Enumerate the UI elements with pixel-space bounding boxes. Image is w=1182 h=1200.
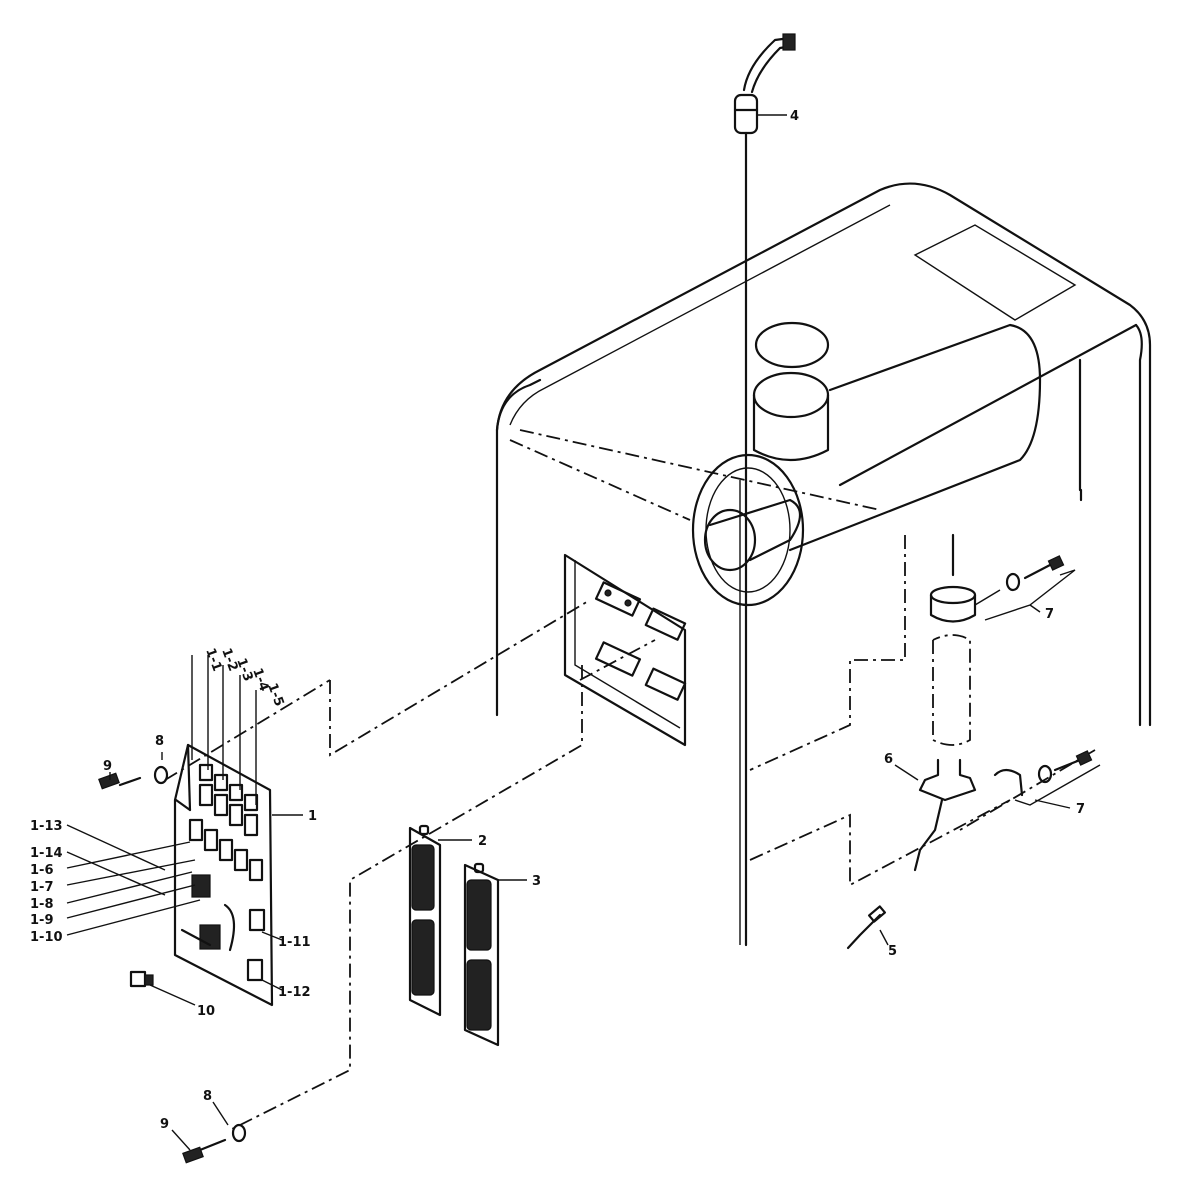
label-part-4: 4 — [790, 109, 799, 124]
cabinet-housing — [495, 182, 1152, 887]
connector-strip-part-3 — [463, 862, 500, 1047]
pcb-board-part-1 — [173, 743, 274, 1007]
label-part-7-lower: 7 — [1076, 802, 1085, 817]
label-part-1-10: 1-10 — [30, 930, 63, 945]
label-part-1-8: 1-8 — [30, 897, 54, 912]
label-part-1-13: 1-13 — [30, 819, 63, 834]
label-part-1-11: 1-11 — [278, 935, 311, 950]
label-part-1-12: 1-12 — [278, 985, 311, 1000]
leader-lines — [66, 114, 1071, 1151]
clamp-part-7-lower — [993, 750, 1101, 806]
label-part-6: 6 — [884, 752, 893, 767]
label-part-5: 5 — [888, 944, 897, 959]
clamp-part-7-upper — [974, 555, 1076, 621]
label-part-2: 2 — [478, 834, 487, 849]
routing-lines — [164, 599, 656, 1131]
label-part-3: 3 — [532, 874, 541, 889]
label-part-7-upper: 7 — [1045, 607, 1054, 622]
screw-washer-lower — [182, 1123, 247, 1164]
label-part-1-14: 1-14 — [30, 846, 63, 861]
wall-opening — [563, 553, 687, 747]
label-part-1: 1 — [308, 809, 317, 824]
tank-cylinder — [691, 321, 1042, 607]
label-part-9-lower: 9 — [160, 1117, 169, 1132]
screw-washer-upper — [98, 765, 169, 790]
label-part-8-lower: 8 — [203, 1089, 212, 1104]
label-part-1-6: 1-6 — [30, 863, 54, 878]
label-part-1-9: 1-9 — [30, 913, 54, 928]
sensor-part-4 — [733, 33, 796, 947]
label-part-1-5: 1-5 — [264, 681, 286, 708]
label-part-9-upper: 9 — [103, 759, 112, 774]
connector-strip-part-2 — [408, 824, 442, 1017]
callout-labels: 4 1 2 3 7 7 6 5 8 9 8 9 10 1-11 1-12 1-1… — [30, 109, 1085, 1132]
label-part-1-7: 1-7 — [30, 880, 54, 895]
label-part-10: 10 — [197, 1004, 215, 1019]
sensor-part-6 — [846, 533, 977, 950]
label-part-8-upper: 8 — [155, 734, 164, 749]
bracket-part-10 — [129, 970, 154, 988]
